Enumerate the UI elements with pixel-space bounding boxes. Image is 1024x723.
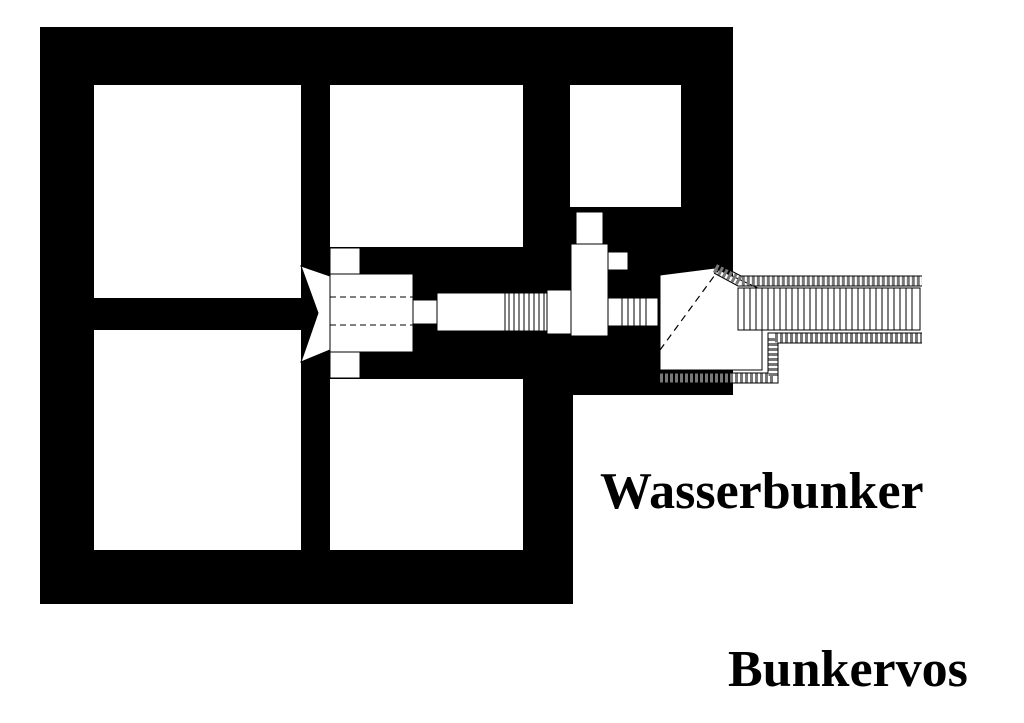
diagram-title: Wasserbunker <box>600 463 924 520</box>
corridor <box>300 211 659 379</box>
room-top-right <box>570 85 681 207</box>
room-top-middle <box>330 85 523 247</box>
source-credit: Bunkervos <box>728 641 968 698</box>
entrance-stairs <box>737 287 921 331</box>
room-bottom-left <box>94 330 301 550</box>
room-top-left <box>94 85 301 298</box>
rock-border <box>660 264 922 383</box>
room-bottom-middle <box>330 379 523 550</box>
rock-border-outline <box>660 262 922 384</box>
